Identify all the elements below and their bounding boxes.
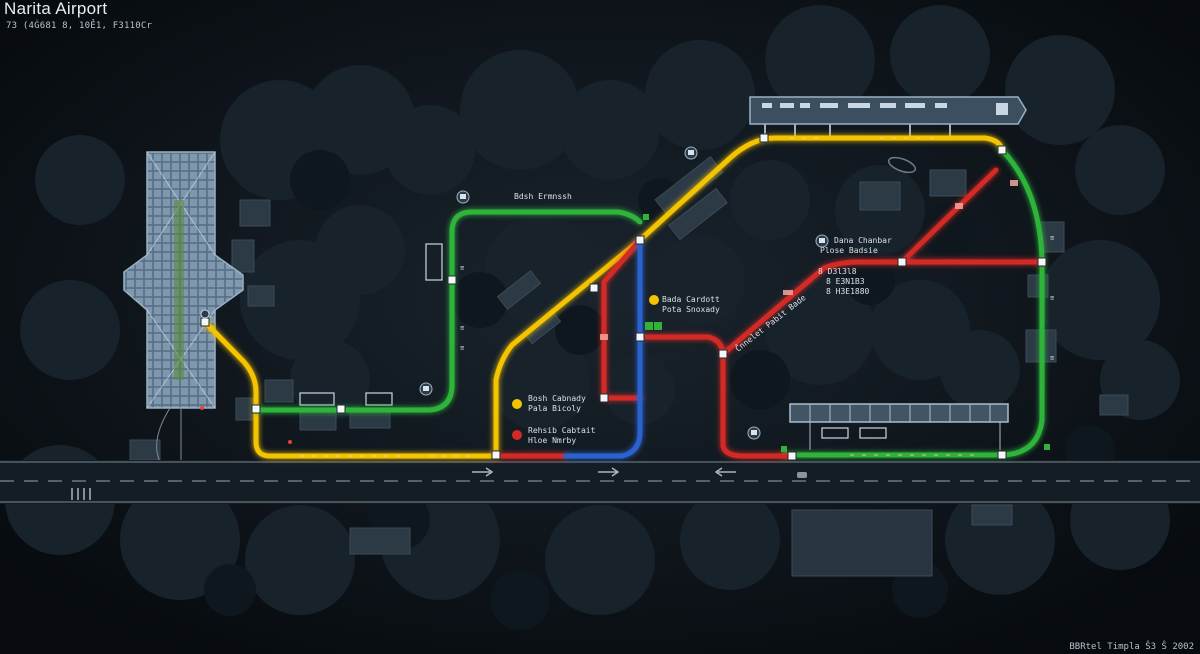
label-mid-a1: Bada Cardott [662, 295, 720, 304]
label-mid-c1: Rehsib Cabtait [528, 426, 596, 435]
svg-text:≡: ≡ [460, 324, 464, 332]
station-nodes [200, 133, 1047, 461]
bus-icon [684, 146, 698, 160]
line-blue [563, 237, 643, 459]
map-title: Narita Airport [4, 0, 108, 18]
svg-text:≡: ≡ [1050, 294, 1054, 302]
line-accent-blocks [600, 180, 1018, 340]
label-mid-c2: Hloe Nmrby [528, 436, 576, 445]
svg-text:≡: ≡ [1050, 234, 1054, 242]
label-right-c1: 8 D3l3l8 [818, 267, 857, 276]
label-right-a2: Plose Badsie [820, 246, 878, 255]
svg-text:≡: ≡ [460, 344, 464, 352]
bottom-platform-building [789, 403, 1009, 450]
tree-canopy [5, 5, 1180, 615]
bus-icon [747, 426, 761, 440]
track-markings [300, 137, 974, 457]
road [0, 460, 1200, 504]
label-mid-b1: Bosh Cabnady [528, 394, 586, 403]
label-right-c3: 8 H3E1880 [826, 287, 870, 296]
label-mid-b2: Pala Bicoly [528, 404, 581, 413]
bus-icon [419, 382, 433, 396]
terminal-building [123, 151, 244, 463]
top-platform-building [749, 96, 1027, 136]
map-credit: BBRtel Timpla Ŝ3 Ŝ 2002 [1069, 642, 1194, 652]
label-top-center: Bdsh Ermnssh [514, 192, 572, 201]
svg-text:≡: ≡ [460, 264, 464, 272]
label-right-c2: 8 E3N1B3 [826, 277, 865, 286]
label-mid-a2: Pota Snoxady [662, 305, 720, 314]
label-right-a1: Dana Chanbar [834, 236, 892, 245]
bus-shelters [299, 243, 443, 406]
line-yellow [202, 135, 1005, 459]
line-markers: ≡ ≡ ≡ ≡ ≡ ≡ [460, 234, 1054, 362]
map-subtitle: 73 (4Ġ681 8, 10Ẻ1, F3110Cr [6, 21, 153, 31]
bus-icon [815, 234, 829, 248]
vehicle-icon [797, 156, 917, 478]
bus-icon [456, 190, 470, 204]
svg-text:≡: ≡ [1050, 354, 1054, 362]
station-marker-icon [200, 214, 1050, 452]
